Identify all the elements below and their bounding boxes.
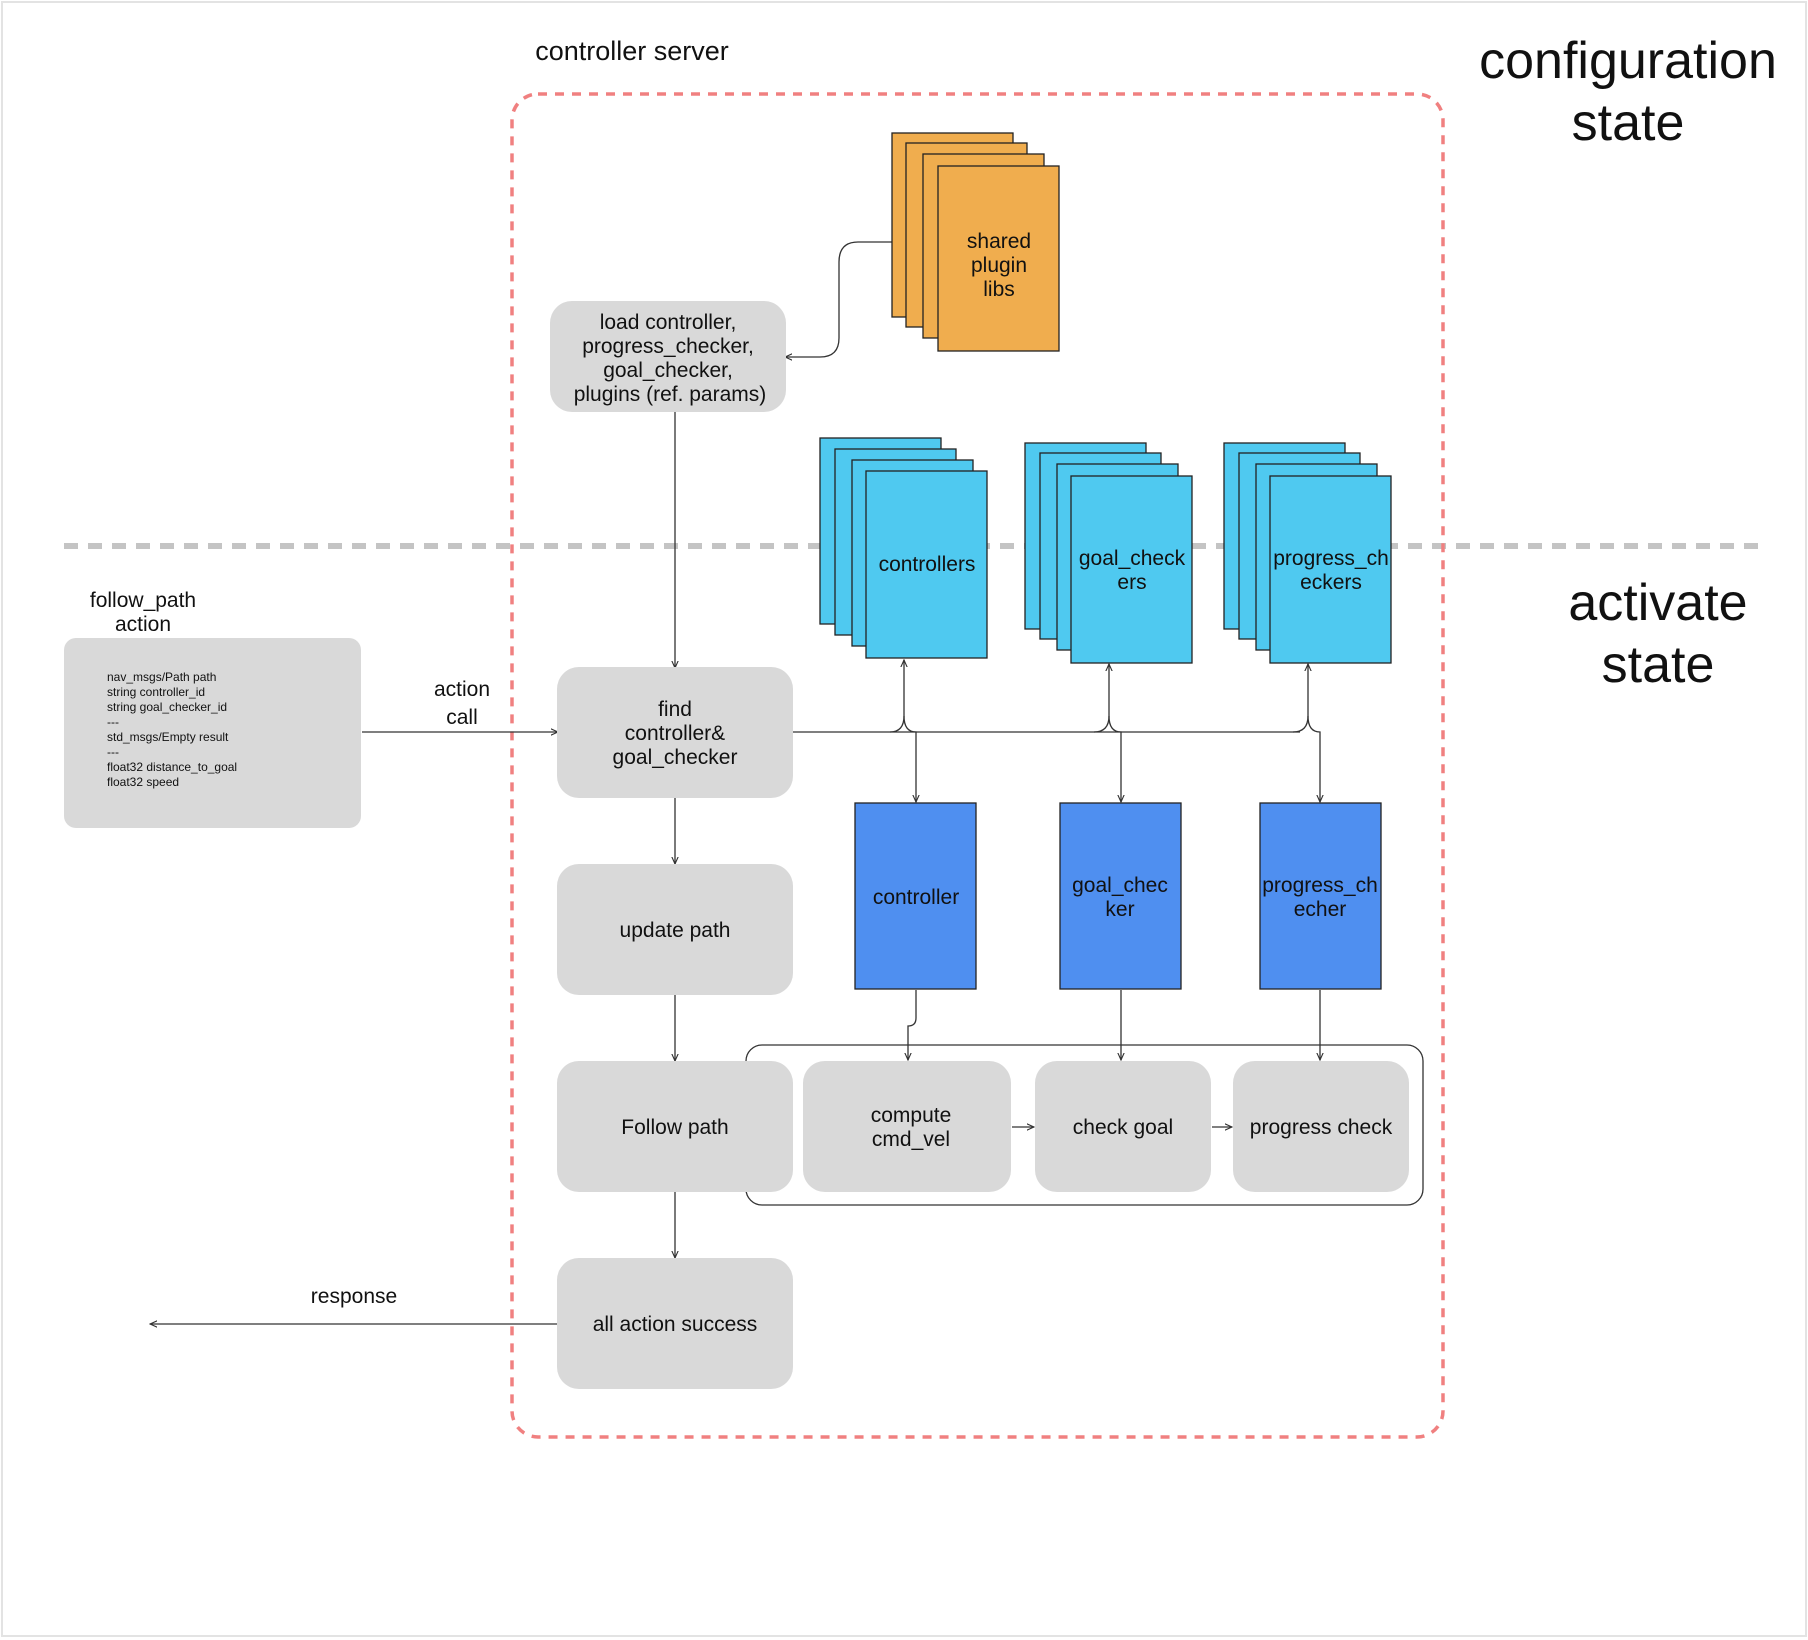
configuration-state-line1: configuration: [1479, 32, 1777, 90]
selected-controller-box: [854, 802, 977, 990]
action-label-line1: follow_path: [90, 589, 196, 612]
load-step-line: goal_checker,: [603, 359, 733, 382]
controller-plugin-card: [865, 470, 988, 659]
action-call-line1: action: [434, 678, 490, 701]
arrow-to-goal-checkers: [1093, 664, 1109, 733]
plugin-lib-card: [937, 165, 1060, 352]
progress-checker-plugin-card: [1269, 475, 1392, 664]
shared-plugin-libs-stack: shared plugin libs: [891, 132, 1060, 352]
definition-line: ---: [107, 715, 119, 729]
action-call-line2: call: [446, 706, 478, 729]
selected-controller-label: controller: [873, 886, 959, 909]
progress-checkers-line: eckers: [1300, 571, 1362, 594]
selected-goal-checker: goal_chec ker: [1059, 802, 1182, 990]
load-step-line: plugins (ref. params): [574, 383, 767, 406]
arrow-to-controller: [903, 715, 916, 802]
selected-goal-checker-line: goal_chec: [1072, 874, 1168, 897]
selected-progress-checker-line: echer: [1294, 898, 1347, 921]
connectors: [150, 241, 1320, 1324]
activate-state-line2: state: [1602, 636, 1715, 694]
plugin-libs-line: plugin: [971, 254, 1027, 277]
find-step-line: goal_checker: [613, 746, 738, 769]
progress-check-step: [1233, 1061, 1409, 1192]
arrow-to-progress-checkers: [1292, 664, 1308, 733]
selected-controller: controller: [854, 802, 977, 990]
follow-path-step: [557, 1061, 793, 1192]
check-goal-step: [1035, 1061, 1211, 1192]
selected-progress-checker-line: progress_ch: [1262, 874, 1378, 897]
definition-line: nav_msgs/Path path: [107, 670, 216, 684]
progress-checkers-stack: progress_ch eckers: [1223, 442, 1392, 664]
follow-step-label: Follow path: [621, 1116, 728, 1139]
selected-progress-checker: progress_ch echer: [1259, 802, 1382, 990]
action-definition-box: [64, 638, 361, 828]
arrow-libs-to-load: [785, 241, 892, 357]
plugin-libs-line: shared: [967, 230, 1031, 253]
activate-state-line1: activate: [1568, 574, 1747, 632]
goal-checkers-stack: goal_check ers: [1024, 442, 1193, 664]
success-step-label: all action success: [593, 1313, 758, 1336]
controller-server-boundary: [510, 92, 1445, 1439]
response-label: response: [311, 1285, 397, 1308]
process-steps: load controller, progress_checker, goal_…: [550, 301, 1409, 1389]
compute-step-line: compute: [871, 1104, 952, 1127]
definition-line: string goal_checker_id: [107, 700, 227, 714]
goal-checkers-line: ers: [1117, 571, 1146, 594]
load-plugins-step: [550, 301, 786, 412]
arrow-controller-to-compute: [908, 990, 917, 1060]
definition-line: std_msgs/Empty result: [107, 730, 229, 744]
definition-line: ---: [107, 745, 119, 759]
arrow-to-goal-checker: [1108, 715, 1121, 802]
action-definition: follow_path action nav_msgs/Path path st…: [64, 589, 361, 828]
plugin-libs-line: libs: [983, 278, 1015, 301]
controller-server-title: controller server: [535, 36, 729, 66]
goal-checker-plugin-card: [1070, 475, 1193, 664]
update-step-label: update path: [620, 919, 731, 942]
definition-line: string controller_id: [107, 685, 205, 699]
arrow-to-progress-checker: [1307, 715, 1320, 802]
goal-checkers-line: goal_check: [1079, 547, 1186, 570]
compute-cmd-vel-step: [803, 1061, 1011, 1192]
definition-line: float32 distance_to_goal: [107, 760, 237, 774]
load-step-line: load controller,: [600, 311, 737, 334]
controllers-stack: controllers: [819, 437, 988, 659]
update-path-step: [557, 864, 793, 995]
check-goal-label: check goal: [1073, 1116, 1173, 1139]
progress-check-label: progress check: [1250, 1116, 1393, 1139]
progress-checkers-line: progress_ch: [1273, 547, 1389, 570]
compute-step-line: cmd_vel: [872, 1128, 950, 1151]
find-step-line: find: [658, 698, 692, 721]
find-controller-step: [557, 667, 793, 798]
arrow-to-controllers: [889, 660, 904, 733]
selected-goal-checker-box: [1059, 802, 1182, 990]
controllers-label: controllers: [879, 553, 976, 576]
selected-progress-checker-box: [1259, 802, 1382, 990]
all-action-success-step: [557, 1258, 793, 1389]
load-step-line: progress_checker,: [582, 335, 754, 358]
find-step-line: controller&: [625, 722, 725, 745]
action-label-line2: action: [115, 613, 171, 636]
definition-line: float32 speed: [107, 775, 179, 789]
configuration-state-line2: state: [1572, 94, 1685, 152]
selected-goal-checker-line: ker: [1105, 898, 1134, 921]
